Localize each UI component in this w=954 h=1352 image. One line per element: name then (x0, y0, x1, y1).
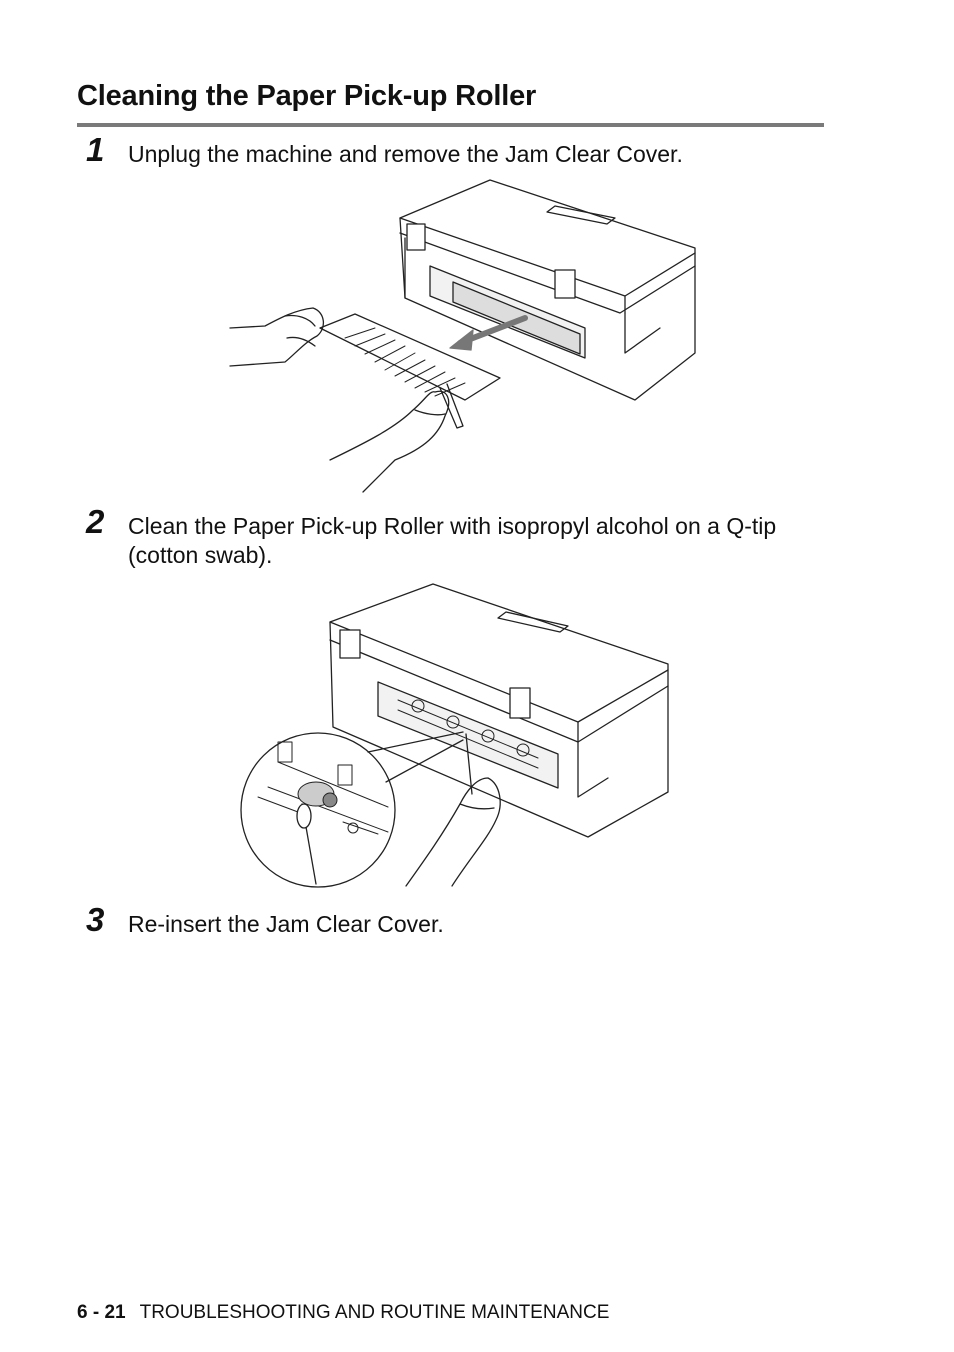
remove-jam-clear-cover-illustration (225, 178, 700, 493)
section-name: TROUBLESHOOTING AND ROUTINE MAINTENANCE (139, 1302, 610, 1323)
title-underline (77, 123, 824, 127)
step-1-text: Unplug the machine and remove the Jam Cl… (128, 141, 683, 167)
step-3-number: 3 (86, 901, 105, 938)
page-footer: 6 - 21 TROUBLESHOOTING AND ROUTINE MAINTE… (77, 1302, 609, 1324)
step-3-text: Re-insert the Jam Clear Cover. (128, 911, 444, 937)
step-2-text: Clean the Paper Pick-up Roller with isop… (128, 513, 777, 568)
step-2-number: 2 (86, 503, 105, 540)
page-number: 6 - 21 (77, 1302, 126, 1323)
page-title: Cleaning the Paper Pick-up Roller (77, 80, 537, 112)
step-1-number: 1 (86, 131, 105, 168)
clean-roller-illustration (238, 582, 670, 888)
